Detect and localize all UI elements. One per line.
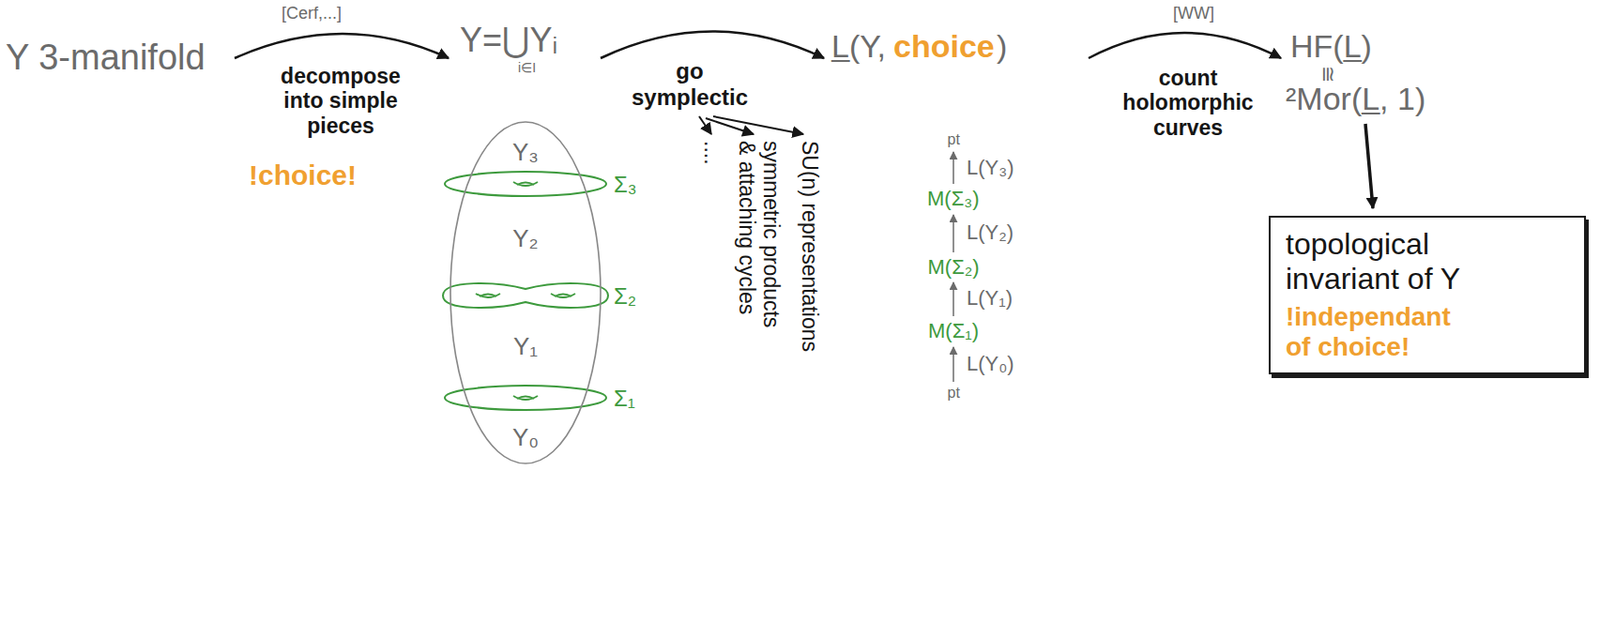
correspondence-arrow [952, 214, 955, 253]
result-box: topological invariant of Y!independant o… [1268, 215, 1586, 375]
torus-hole [513, 396, 538, 400]
lagrangian-label: L(Y₃) [966, 155, 1015, 180]
correspondence-arrow [952, 152, 955, 184]
floer-homology: HF(L̲) [1290, 28, 1372, 65]
point-label: pt [947, 131, 960, 149]
result-note: !independant of choice! [1285, 302, 1474, 363]
pieces-ellipse: Y₃ Y₂ Y₁ Y₀ [448, 120, 603, 466]
citation: [WW] [1173, 3, 1215, 24]
point-label: pt [947, 384, 960, 402]
option-label: symmetric products & attaching cycles [733, 140, 784, 338]
arrow-label: decompose into simple pieces [270, 63, 412, 138]
lagrangian-label: L(Y₂) [966, 220, 1014, 244]
input-label: Y 3-manifold [5, 37, 206, 79]
correspondence-arrow [952, 347, 955, 382]
isomorphism-sign: ≅ [1316, 65, 1341, 83]
torus-hole [475, 293, 501, 298]
torus-hole [479, 294, 497, 298]
piece-label: Y₂ [512, 225, 538, 254]
option-label: .... [700, 140, 725, 166]
piece-label: Y₁ [513, 333, 538, 362]
genus-two-surface [442, 283, 609, 308]
torus-hole [517, 182, 534, 186]
option-label: SU(n) representations [797, 140, 823, 352]
moduli-label: M(Σ₂) [928, 255, 980, 279]
piece-label: Y₃ [512, 138, 539, 168]
process-arrow [1088, 32, 1281, 59]
correspondence-arrow [952, 282, 955, 317]
lagrangian-label: L̲(Y, [831, 28, 886, 65]
process-arrow [234, 33, 449, 59]
process-arrow [600, 31, 824, 60]
choice-word: choice [893, 28, 995, 65]
arrow-label: count holomorphic curves [1117, 65, 1259, 140]
moduli-label: M(Σ₃) [927, 186, 980, 211]
torus-hole [517, 396, 534, 400]
process-arrow [1365, 123, 1373, 209]
surface-label: Σ₂ [613, 283, 637, 310]
surface-label: Σ₃ [613, 171, 638, 199]
index-subscript: i∈I [518, 60, 536, 76]
arrow-label: go symplectic [628, 58, 751, 110]
ellipse-outline [448, 120, 603, 466]
result-title: topological invariant of Y [1285, 227, 1511, 297]
surface-label: Σ₁ [613, 385, 636, 412]
torus-surface [444, 171, 607, 197]
option-arrow [705, 118, 754, 135]
decomposition-formula: Y=⋃Yᵢ [459, 20, 558, 60]
lagrangian-label: L(Y₀) [966, 351, 1015, 376]
torus-hole [513, 182, 538, 186]
piece-label: Y₀ [512, 424, 539, 453]
torus-hole [550, 293, 576, 298]
lagrangian-label: L(Y₁) [966, 286, 1013, 310]
moduli-label: M(Σ₁) [928, 319, 979, 343]
citation: [Cerf,...] [281, 3, 342, 24]
torus-hole [554, 294, 572, 298]
ellipse-outline [450, 121, 601, 464]
option-arrow [713, 116, 804, 135]
morphism-label: ²Mor(L̲, 1) [1285, 80, 1426, 118]
lagrangian-label: ) [996, 28, 1007, 65]
choice-note: !choice! [248, 159, 357, 193]
